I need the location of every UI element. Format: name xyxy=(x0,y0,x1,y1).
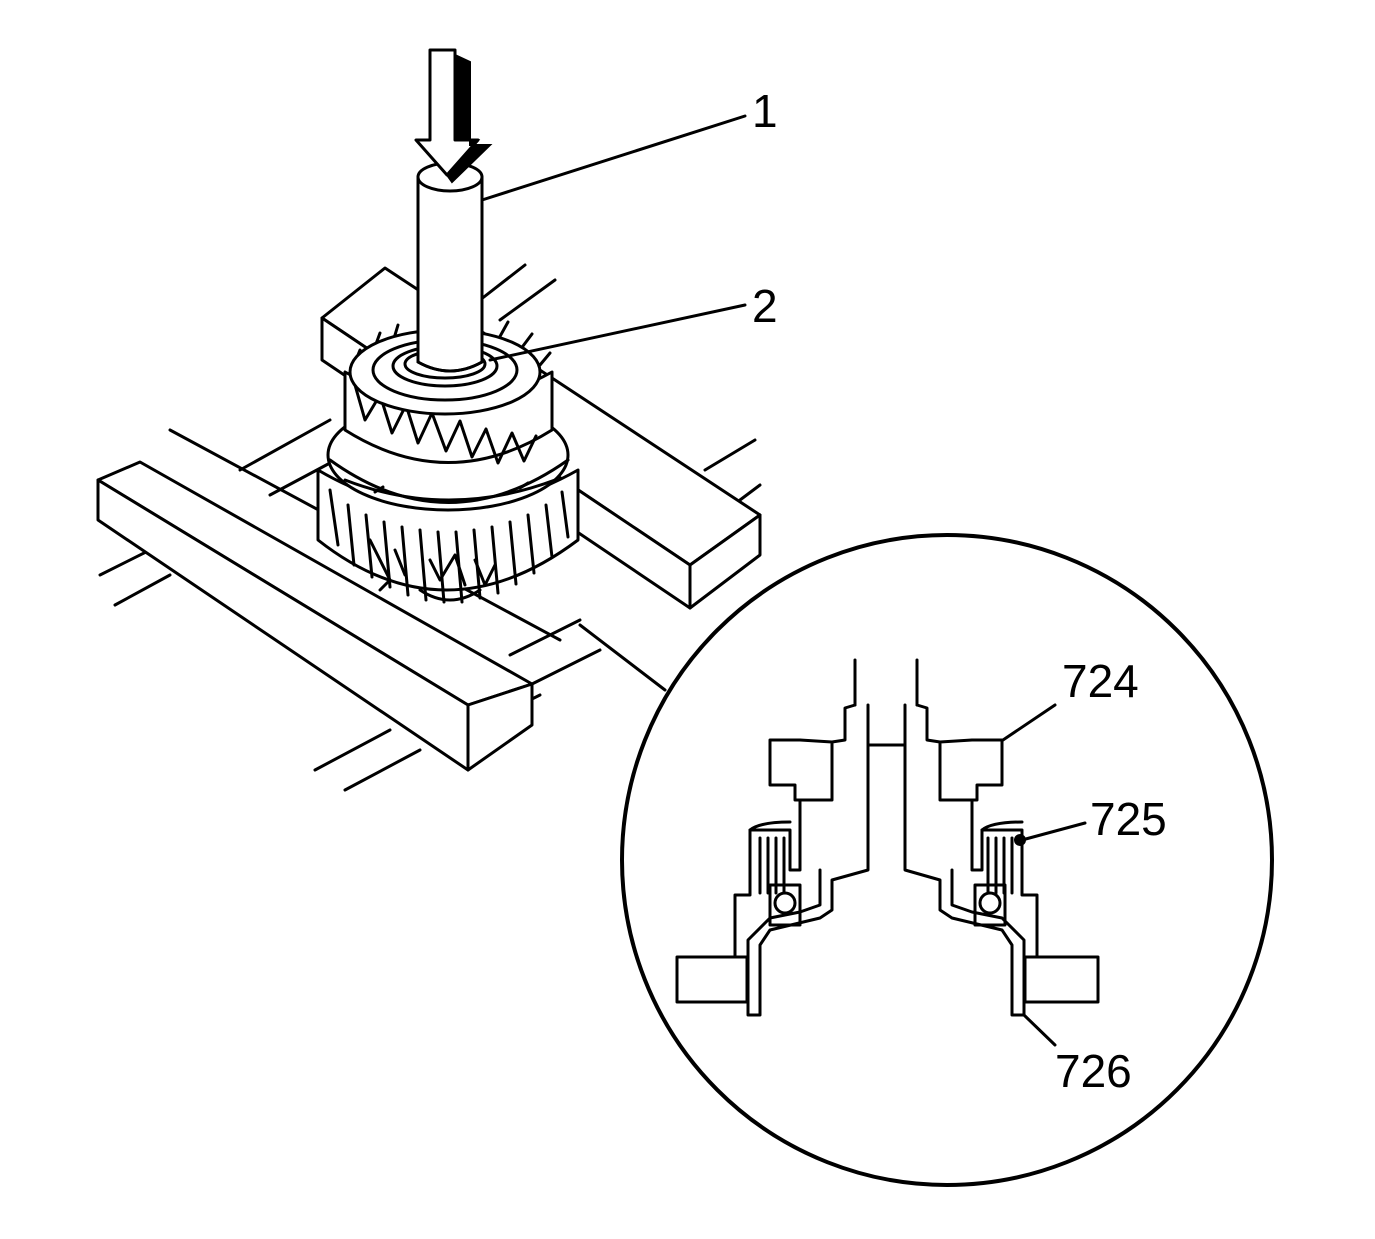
callout-726: 726 xyxy=(1055,1045,1132,1097)
leader-lines xyxy=(480,114,747,362)
front-support-block xyxy=(96,460,534,772)
callout-1: 1 xyxy=(752,85,778,137)
detail-view xyxy=(620,533,1274,1187)
callout-725: 725 xyxy=(1090,793,1167,845)
callout-724: 724 xyxy=(1062,655,1139,707)
callout-2: 2 xyxy=(752,280,778,332)
press-rod xyxy=(416,161,484,373)
lower-gear-teeth xyxy=(328,488,570,604)
down-arrow-icon xyxy=(414,48,493,184)
